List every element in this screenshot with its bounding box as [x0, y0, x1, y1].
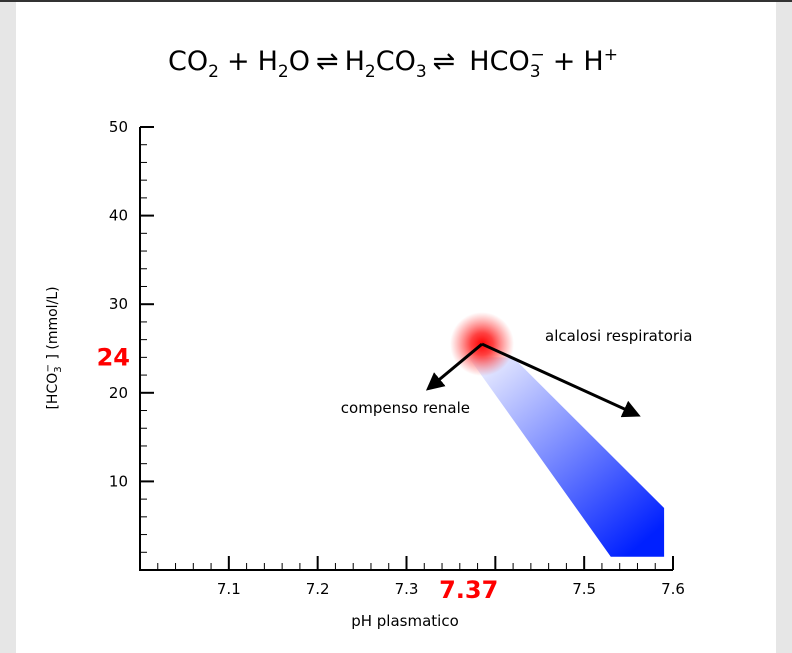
y-label-sub: 3	[53, 366, 64, 372]
right-margin	[776, 2, 792, 653]
x-tick-label: 7.6	[661, 580, 685, 598]
compensation-band-layer	[468, 357, 665, 557]
label-compenso-renale: compenso renale	[341, 399, 470, 417]
y-tick-label: 50	[109, 118, 128, 136]
y-tick-label: 40	[109, 207, 128, 225]
y-label-suffix: ] (mmol/L)	[45, 286, 61, 364]
eq-arrow1: ⇌	[316, 46, 339, 77]
x-tick-label: 7.2	[306, 580, 330, 598]
compensation-band	[468, 357, 665, 557]
y-tick-label: 20	[109, 384, 128, 402]
x-tick-label: 7.5	[572, 580, 596, 598]
eq-plus1: +	[227, 46, 250, 77]
eq-co2: CO	[168, 46, 208, 77]
y-tick-label: 10	[109, 472, 128, 490]
y-axis-label: [HCO3− ] (mmol/L)	[43, 286, 64, 409]
eq-co2-sub: 2	[208, 62, 219, 82]
eq-h2co3-sub3: 3	[416, 62, 427, 82]
y-label-prefix: [HCO	[45, 373, 61, 410]
eq-h2o-o: O	[289, 46, 310, 77]
eq-arrow2: ⇌	[433, 46, 456, 77]
eq-plus2: +	[553, 46, 576, 77]
eq-h2co3-sub2: 2	[365, 62, 376, 82]
eq-h2o-h: H	[258, 46, 278, 77]
highlight-ph-label: 7.37	[439, 576, 498, 604]
eq-h-sup: +	[604, 45, 618, 65]
eq-h: H	[583, 46, 603, 77]
arrow-compenso-renale	[425, 342, 483, 391]
x-tick-label: 7.3	[395, 580, 419, 598]
arrow-alcalosi-respiratoria	[481, 342, 641, 418]
eq-h2o-sub: 2	[278, 62, 289, 82]
y-tick-label: 30	[109, 295, 128, 313]
left-margin	[0, 2, 16, 653]
label-alcalosi-respiratoria: alcalosi respiratoria	[545, 327, 692, 345]
axes: 10 20 30 40 50 7.1 7.2 7.3 7.5 7.6 7.37 24	[97, 118, 685, 604]
eq-hco3: HCO	[469, 46, 529, 77]
eq-h2co3-co: CO	[376, 46, 416, 77]
x-axis-label: pH plasmatico	[351, 612, 459, 630]
reaction-equation: CO2+H2O⇌H2CO3⇌HCO3−+H+	[168, 45, 618, 82]
eq-hco3-sup: −	[531, 45, 545, 65]
eq-h2co3-h: H	[345, 46, 365, 77]
eq-hco3-sub: 3	[530, 62, 541, 82]
x-tick-label: 7.1	[217, 580, 241, 598]
y-label-sup: −	[43, 364, 54, 372]
highlight-bicarbonate-label: 24	[97, 343, 130, 371]
arrows-layer: compenso renale alcalosi respiratoria	[341, 327, 692, 418]
